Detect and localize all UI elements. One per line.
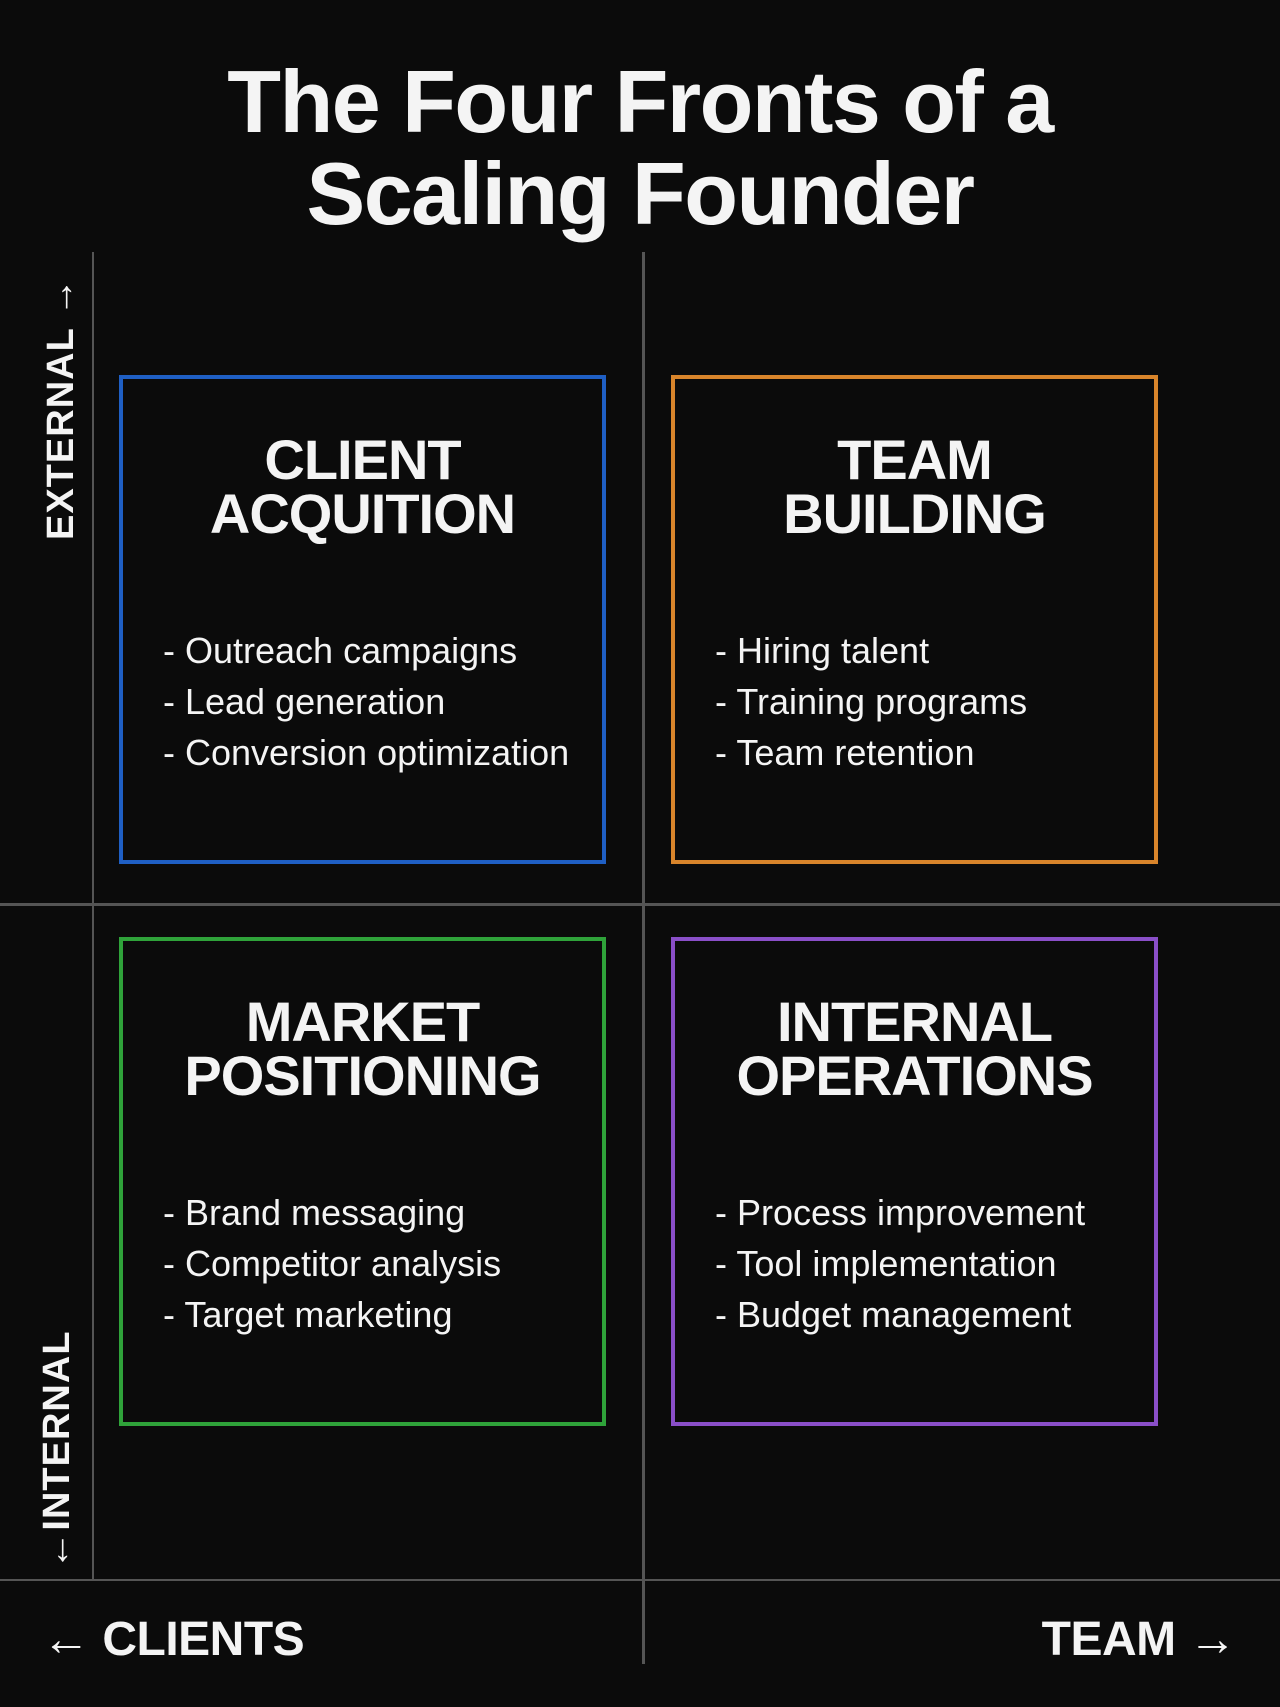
list-item: - Competitor analysis bbox=[163, 1243, 502, 1284]
list-item: - Tool implementation bbox=[715, 1243, 1057, 1284]
list-item: - Hiring talent bbox=[715, 630, 930, 671]
quadrant-title-line-1: MARKET bbox=[245, 990, 481, 1053]
axis-label-external: EXTERNAL → bbox=[40, 277, 90, 540]
title-line-1: The Four Fronts of a bbox=[227, 52, 1054, 151]
arrow-left-icon: ← bbox=[42, 1613, 90, 1666]
axis-label-team: TEAM → bbox=[1041, 1612, 1237, 1667]
arrow-down-icon: ← bbox=[36, 1530, 78, 1570]
list-item: - Lead generation bbox=[163, 681, 446, 722]
quadrant-team-building: TEAM BUILDING - Hiring talent - Training… bbox=[671, 375, 1158, 864]
quadrant-title: CLIENT ACQUITION bbox=[123, 428, 602, 545]
quadrant-item-list: - Outreach campaigns - Lead generation -… bbox=[163, 625, 569, 778]
list-item: - Outreach campaigns bbox=[163, 630, 518, 671]
axis-label-internal: ←INTERNAL bbox=[36, 1315, 86, 1585]
axis-clients-text: CLIENTS bbox=[102, 1613, 305, 1666]
axis-external-text: EXTERNAL bbox=[40, 327, 82, 540]
list-item: - Target marketing bbox=[163, 1294, 453, 1335]
list-item: - Process improvement bbox=[715, 1192, 1086, 1233]
vertical-axis-line bbox=[92, 252, 94, 1580]
horizontal-divider bbox=[0, 903, 1280, 906]
quadrant-market-positioning: MARKET POSITIONING - Brand messaging - C… bbox=[119, 937, 606, 1426]
quadrant-title-line-2: OPERATIONS bbox=[736, 1044, 1093, 1107]
diagram-title: The Four Fronts of a Scaling Founder bbox=[0, 56, 1280, 240]
list-item: - Team retention bbox=[715, 732, 975, 773]
title-line-2: Scaling Founder bbox=[306, 144, 975, 243]
quadrant-title-line-2: ACQUITION bbox=[209, 482, 516, 545]
quadrant-title: INTERNAL OPERATIONS bbox=[675, 990, 1154, 1107]
quadrant-item-list: - Brand messaging - Competitor analysis … bbox=[163, 1187, 501, 1340]
list-item: - Conversion optimization bbox=[163, 732, 570, 773]
quadrant-title-line-1: CLIENT bbox=[264, 428, 461, 491]
vertical-divider bbox=[642, 252, 645, 1664]
quadrant-title-line-2: BUILDING bbox=[783, 482, 1047, 545]
axis-internal-text: INTERNAL bbox=[36, 1330, 78, 1531]
list-item: - Training programs bbox=[715, 681, 1028, 722]
quadrant-client-acquisition: CLIENT ACQUITION - Outreach campaigns - … bbox=[119, 375, 606, 864]
quadrant-item-list: - Process improvement - Tool implementat… bbox=[715, 1187, 1085, 1340]
quadrant-title-line-1: TEAM bbox=[837, 428, 993, 491]
quadrant-title-line-1: INTERNAL bbox=[776, 990, 1053, 1053]
quadrant-title: MARKET POSITIONING bbox=[123, 990, 602, 1107]
arrow-up-icon: → bbox=[40, 277, 82, 317]
axis-team-text: TEAM bbox=[1041, 1613, 1176, 1666]
axis-label-clients: ← CLIENTS bbox=[42, 1612, 305, 1667]
quadrant-internal-operations: INTERNAL OPERATIONS - Process improvemen… bbox=[671, 937, 1158, 1426]
arrow-right-icon: → bbox=[1188, 1613, 1237, 1666]
horizontal-axis-line bbox=[0, 1579, 1280, 1581]
quadrant-title: TEAM BUILDING bbox=[675, 428, 1154, 545]
list-item: - Brand messaging bbox=[163, 1192, 466, 1233]
quadrant-item-list: - Hiring talent - Training programs - Te… bbox=[715, 625, 1027, 778]
list-item: - Budget management bbox=[715, 1294, 1072, 1335]
quadrant-title-line-2: POSITIONING bbox=[184, 1044, 541, 1107]
